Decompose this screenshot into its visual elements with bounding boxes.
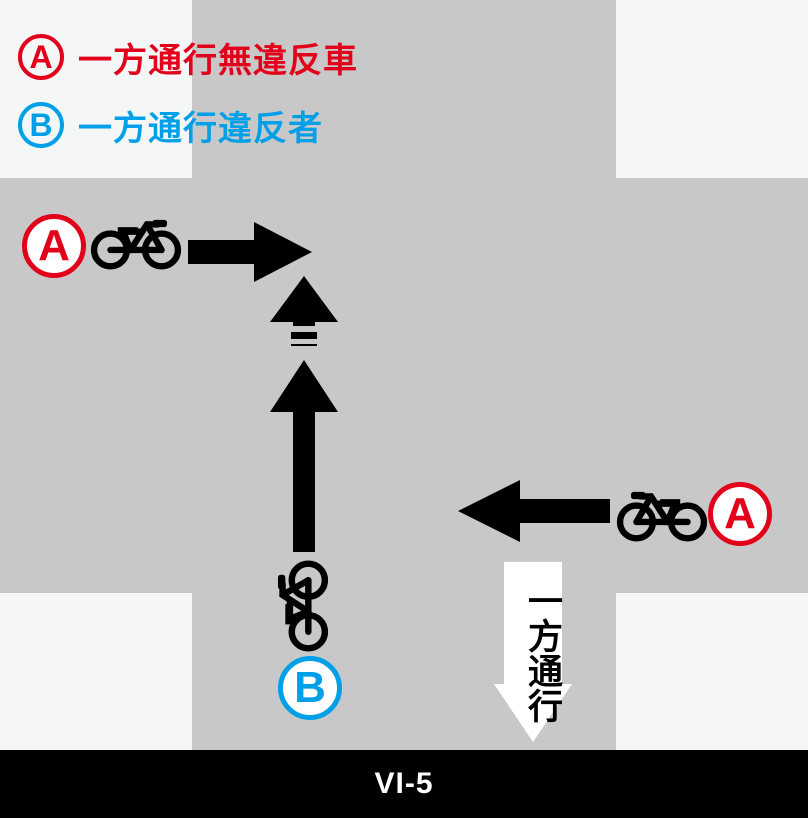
- arrow-down-icon: [494, 562, 572, 742]
- legend: A 一方通行無違反車 B 一方通行違反者: [18, 26, 358, 162]
- arrow-left-icon: [458, 480, 610, 542]
- bicycle-icon: [616, 491, 708, 542]
- arrow-right-icon: [188, 222, 312, 282]
- legend-item-a: A 一方通行無違反車: [18, 26, 358, 88]
- oneway-sign-label: 一方通行: [523, 583, 562, 723]
- bicycle-icon: [90, 219, 182, 270]
- legend-item-b-label: 一方通行違反者: [78, 109, 323, 148]
- arrow-up-icon: [270, 276, 338, 346]
- circle-b-icon: B: [18, 102, 64, 148]
- bicycle-icon: [277, 560, 329, 652]
- marker-a-left: A: [22, 214, 86, 278]
- legend-item-a-label: 一方通行無違反車: [78, 41, 358, 80]
- legend-item-b: B 一方通行違反者: [18, 94, 358, 156]
- marker-a-right: A: [708, 482, 772, 546]
- marker-b: B: [278, 656, 342, 720]
- arrow-up-icon: [270, 360, 338, 552]
- circle-a-icon: A: [18, 34, 64, 80]
- figure-id-label: VI-5: [0, 750, 808, 818]
